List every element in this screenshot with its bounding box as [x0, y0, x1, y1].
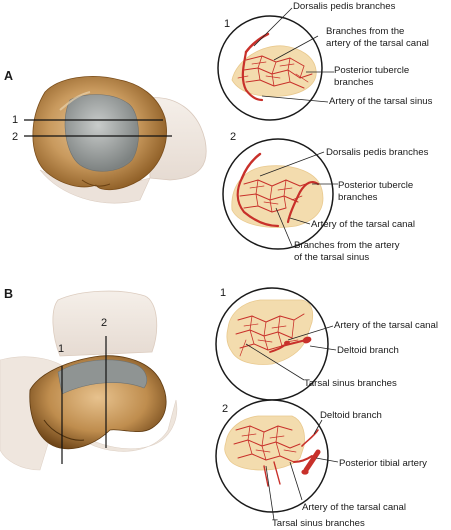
- label-artery-of-tarsal-canal: Artery of the tarsal canal: [302, 502, 406, 513]
- panel-b-label: B: [4, 287, 13, 301]
- panel-a: A 1 2: [4, 69, 207, 204]
- artery-network: [235, 313, 312, 357]
- label-artery-of-tarsal-sinus: Artery of the tarsal sinus: [329, 96, 433, 107]
- panel-b: B 1 2: [0, 287, 178, 471]
- leader-line: [289, 217, 311, 225]
- leader-line: [259, 151, 325, 177]
- panel-a-view-1: 1 Dorsalis pedis branches Branches from …: [217, 1, 433, 121]
- view-number: 1: [220, 287, 226, 299]
- leader-line: [273, 35, 319, 61]
- label-artery-of-tarsal-canal: artery of the tarsal canal: [326, 38, 429, 49]
- section-label-1: 1: [58, 343, 64, 355]
- label-posterior-tubercle: Posterior tubercle: [334, 65, 409, 76]
- panel-a-view-2: 2 Dorsalis pedis branches Posterior tube…: [222, 131, 429, 263]
- label-branches: branches: [338, 192, 378, 203]
- artery-network: [233, 425, 321, 487]
- leader-line: [265, 465, 275, 521]
- artery-network: [237, 32, 313, 102]
- label-posterior-tibial-artery: Posterior tibial artery: [339, 458, 427, 469]
- bone-section: [226, 299, 314, 365]
- label-artery-of-tarsal-canal: Artery of the tarsal canal: [334, 320, 438, 331]
- view-number: 2: [230, 131, 236, 143]
- label-tarsal-sinus-branches: Tarsal sinus branches: [272, 518, 365, 529]
- bone-section: [231, 165, 324, 228]
- label-branches-from-the-artery: Branches from the artery: [294, 240, 400, 251]
- label-tarsal-sinus-branches: Tarsal sinus branches: [304, 378, 397, 389]
- label-branches: branches: [334, 77, 374, 88]
- panel-b-view-1: 1 Artery of the tarsal canal Deltoid bra…: [215, 287, 438, 401]
- label-of-the-tarsal-sinus: of the tarsal sinus: [294, 252, 369, 263]
- panel-a-label: A: [4, 69, 13, 83]
- section-label-2: 2: [12, 131, 18, 143]
- label-dorsalis-pedis-branches: Dorsalis pedis branches: [326, 147, 429, 158]
- artery-network: [236, 152, 320, 228]
- label-artery-of-tarsal-canal: Artery of the tarsal canal: [311, 219, 415, 230]
- view-number: 2: [222, 403, 228, 415]
- label-dorsalis-pedis-branches: Dorsalis pedis branches: [293, 1, 396, 12]
- leader-line: [315, 457, 339, 463]
- talus-superior-view-illustration: 1 2: [12, 76, 207, 204]
- label-deltoid-branch: Deltoid branch: [320, 410, 382, 421]
- leader-line: [253, 7, 293, 47]
- panel-b-view-2: 2 Deltoid branch Posterior tibial artery…: [215, 399, 427, 529]
- label-posterior-tubercle: Posterior tubercle: [338, 180, 413, 191]
- leader-line: [245, 343, 305, 381]
- section-label-2: 2: [101, 317, 107, 329]
- leader-line: [313, 419, 323, 435]
- leader-line: [309, 345, 337, 351]
- label-branches-from-the: Branches from the: [326, 26, 404, 37]
- section-label-1: 1: [12, 114, 18, 126]
- leader-line: [287, 325, 334, 341]
- leader-line: [275, 207, 293, 247]
- view-number: 1: [224, 18, 230, 30]
- leader-line: [261, 95, 329, 103]
- label-deltoid-branch: Deltoid branch: [337, 345, 399, 356]
- talus-posterior-view-illustration: 1 2: [0, 290, 178, 471]
- leader-line: [289, 461, 303, 501]
